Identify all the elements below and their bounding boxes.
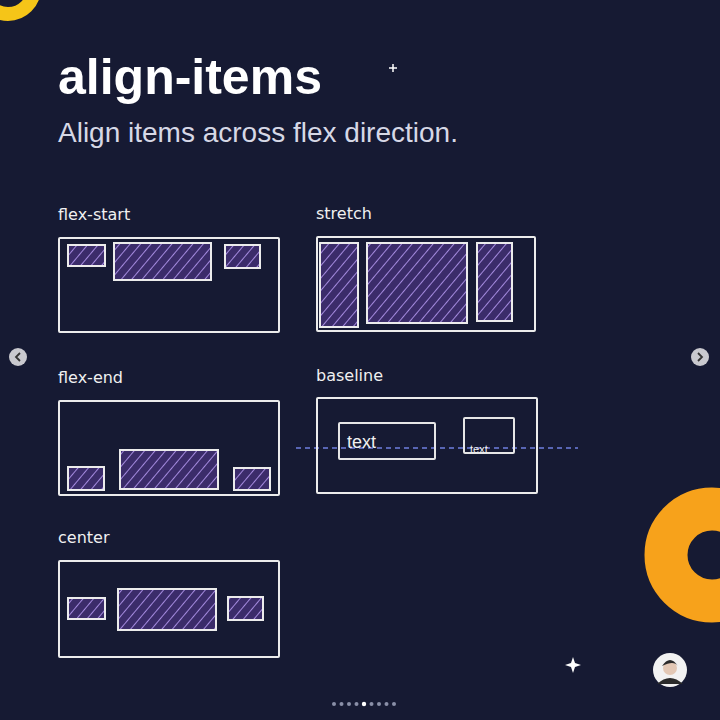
container-outline [58, 560, 280, 658]
sparkle [565, 657, 581, 673]
title: align-items [58, 50, 322, 105]
flex-container: baselinetexttext [316, 366, 538, 385]
sparkle [389, 64, 397, 72]
text-item: text [463, 417, 515, 454]
container-outline [58, 400, 280, 496]
flex-container: flex-start [58, 205, 280, 224]
flex-container: stretch [316, 204, 536, 223]
flex-container: flex-end [58, 368, 280, 387]
container-outline [316, 236, 536, 332]
flex-container: center [58, 528, 280, 547]
nav-arrow [691, 348, 709, 366]
container-label: flex-end [58, 368, 280, 387]
nav-arrow [9, 348, 27, 366]
container-label: center [58, 528, 280, 547]
item-text: text [347, 433, 376, 451]
avatar [653, 653, 687, 687]
container-outline [58, 237, 280, 333]
container-label: stretch [316, 204, 536, 223]
page-dots [332, 702, 396, 706]
flex-item [68, 243, 512, 630]
text-item: text [338, 422, 436, 460]
orange-ring [666, 509, 720, 601]
container-outline: text text [316, 397, 538, 494]
container-label: flex-start [58, 205, 280, 224]
yellow-ring [0, 0, 34, 14]
container-label: baseline [316, 366, 538, 385]
item-text: text [470, 444, 488, 455]
caption: Align items across flex direction. [58, 116, 458, 150]
